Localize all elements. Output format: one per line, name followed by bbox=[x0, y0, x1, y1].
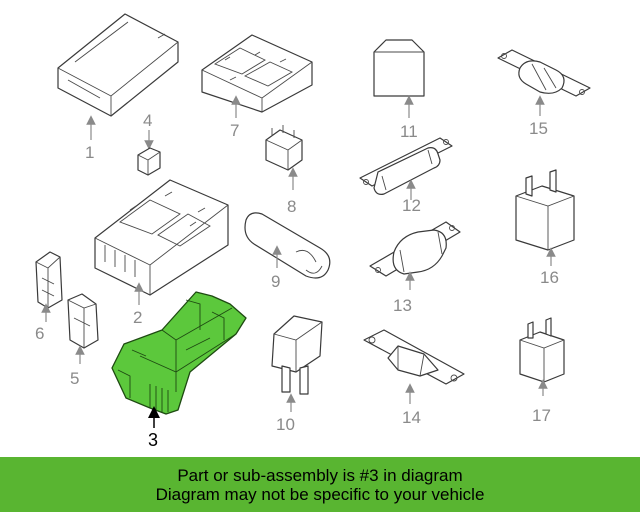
part-12-glass-fuse[interactable]: 12 bbox=[359, 137, 453, 215]
part-5-bracket[interactable]: 5 bbox=[67, 293, 99, 388]
part-11-cartridge-fuse[interactable]: 11 bbox=[373, 39, 425, 141]
callout-5: 5 bbox=[70, 369, 79, 388]
part-17-micro-relay[interactable]: 17 bbox=[519, 317, 565, 425]
part-3-fuse-box-bracket[interactable]: 3 bbox=[111, 291, 247, 450]
callout-14: 14 bbox=[402, 408, 421, 427]
callout-16: 16 bbox=[540, 268, 559, 287]
callout-10: 10 bbox=[276, 415, 295, 434]
part-6-bracket[interactable]: 6 bbox=[35, 251, 63, 343]
callout-6: 6 bbox=[35, 324, 44, 343]
banner-line-2: Diagram may not be specific to your vehi… bbox=[155, 484, 485, 504]
callout-8: 8 bbox=[287, 197, 296, 216]
callout-7: 7 bbox=[230, 121, 239, 140]
part-13-fuse-link[interactable]: 13 bbox=[369, 221, 461, 315]
part-10-blade-fuse[interactable]: 10 bbox=[271, 315, 323, 434]
part-14-fuse-link[interactable]: 14 bbox=[363, 329, 465, 427]
part-8-relay[interactable]: 8 bbox=[265, 125, 303, 216]
part-2-fuse-relay-box[interactable]: 2 bbox=[94, 179, 229, 327]
part-7-fuse-block[interactable]: 7 bbox=[201, 34, 313, 140]
part-9-connector-boot[interactable]: 9 bbox=[244, 212, 331, 291]
callout-15: 15 bbox=[529, 119, 548, 138]
part-16-relay[interactable]: 16 bbox=[515, 169, 575, 287]
notice-banner: Part or sub-assembly is #3 in diagram Di… bbox=[0, 457, 640, 512]
banner-line-1: Part or sub-assembly is #3 in diagram bbox=[177, 465, 463, 485]
callout-13: 13 bbox=[393, 296, 412, 315]
part-15-fuse-link[interactable]: 15 bbox=[497, 49, 591, 138]
part-1-fuse-box-cover[interactable]: 1 bbox=[57, 13, 179, 162]
parts-diagram: 1 7 4 8 2 9 bbox=[35, 13, 591, 450]
callout-11: 11 bbox=[400, 122, 418, 141]
callout-12: 12 bbox=[402, 196, 421, 215]
callout-17: 17 bbox=[532, 406, 551, 425]
callout-2: 2 bbox=[133, 308, 142, 327]
callout-9: 9 bbox=[271, 272, 280, 291]
part-4-clip[interactable]: 4 bbox=[137, 111, 161, 176]
callout-4: 4 bbox=[143, 111, 152, 130]
callout-1: 1 bbox=[85, 143, 94, 162]
callout-3: 3 bbox=[148, 430, 158, 450]
